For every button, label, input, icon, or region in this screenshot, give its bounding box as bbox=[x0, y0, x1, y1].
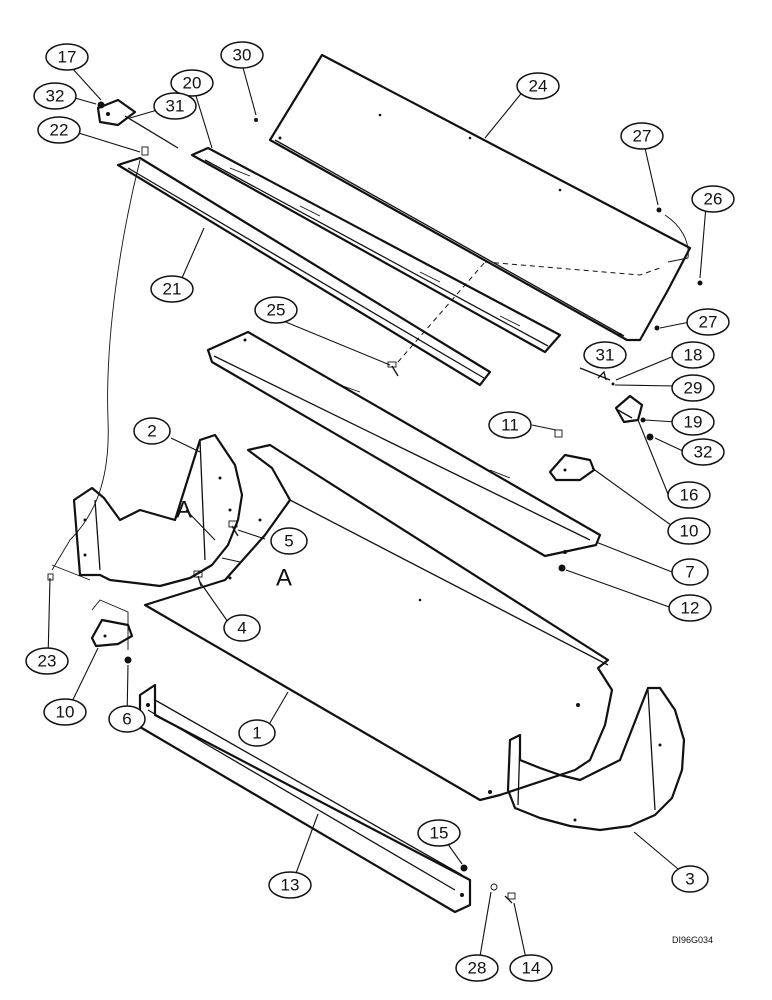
callout-10-right: 10 bbox=[667, 517, 711, 545]
callout-31-top: 31 bbox=[153, 92, 197, 120]
svg-text:20: 20 bbox=[183, 74, 202, 93]
part-seal-strip bbox=[116, 156, 492, 387]
part-top-cover-panel bbox=[268, 53, 692, 342]
callout-31-right: 31 bbox=[583, 341, 627, 369]
svg-text:13: 13 bbox=[281, 876, 300, 895]
assembly-phantom-lines bbox=[51, 159, 689, 650]
svg-text:30: 30 bbox=[233, 46, 252, 65]
callout-22: 22 bbox=[37, 116, 81, 144]
svg-text:32: 32 bbox=[46, 87, 65, 106]
callout-7: 7 bbox=[671, 558, 709, 586]
svg-text:32: 32 bbox=[694, 443, 713, 462]
hardware-fasteners bbox=[47, 101, 703, 904]
callout-15: 15 bbox=[417, 819, 461, 847]
part-middle-plate bbox=[206, 330, 602, 558]
svg-text:17: 17 bbox=[58, 48, 77, 67]
svg-text:21: 21 bbox=[163, 280, 182, 299]
callout-17: 17 bbox=[45, 43, 89, 71]
callout-6: 6 bbox=[108, 705, 146, 733]
callout-26: 26 bbox=[691, 185, 735, 213]
svg-text:25: 25 bbox=[267, 301, 286, 320]
svg-text:26: 26 bbox=[704, 190, 723, 209]
callout-25: 25 bbox=[254, 296, 298, 324]
svg-text:23: 23 bbox=[38, 652, 57, 671]
callout-14: 14 bbox=[509, 954, 553, 982]
svg-text:31: 31 bbox=[596, 346, 615, 365]
part-main-panel bbox=[143, 443, 614, 802]
callout-5: 5 bbox=[270, 527, 308, 555]
reference-letter-a-lower: A bbox=[276, 565, 292, 592]
callout-11: 11 bbox=[488, 411, 532, 439]
callout-19: 19 bbox=[671, 408, 715, 436]
callout-27-bottom: 27 bbox=[686, 308, 730, 336]
svg-text:24: 24 bbox=[529, 77, 548, 96]
callouts: 1 2 3 4 5 6 7 10 10 11 12 13 14 15 16 17… bbox=[25, 41, 735, 982]
svg-text:28: 28 bbox=[468, 959, 487, 978]
svg-text:22: 22 bbox=[50, 121, 69, 140]
callout-20: 20 bbox=[170, 69, 214, 97]
callout-27-top: 27 bbox=[620, 122, 664, 150]
svg-text:4: 4 bbox=[237, 619, 246, 638]
part-right-end-shield bbox=[506, 686, 686, 832]
callout-1: 1 bbox=[238, 719, 276, 747]
callout-30: 30 bbox=[220, 41, 264, 69]
svg-text:2: 2 bbox=[147, 422, 156, 441]
callout-23: 23 bbox=[25, 647, 69, 675]
callout-16: 16 bbox=[667, 481, 711, 509]
callout-24: 24 bbox=[516, 72, 560, 100]
callout-29: 29 bbox=[671, 374, 715, 402]
svg-text:11: 11 bbox=[501, 416, 519, 435]
svg-text:7: 7 bbox=[685, 563, 694, 582]
callout-3: 3 bbox=[671, 865, 709, 893]
callout-32-right: 32 bbox=[681, 438, 725, 466]
part-upper-channel-strip bbox=[190, 146, 562, 354]
svg-text:16: 16 bbox=[680, 486, 699, 505]
svg-text:5: 5 bbox=[284, 532, 293, 551]
svg-text:27: 27 bbox=[699, 313, 718, 332]
part-support-bar bbox=[138, 683, 472, 914]
callout-18: 18 bbox=[671, 341, 715, 369]
svg-text:19: 19 bbox=[684, 413, 703, 432]
svg-text:10: 10 bbox=[56, 703, 75, 722]
part-mounting-bracket-left bbox=[90, 618, 134, 648]
reference-letter-a-upper: A bbox=[176, 497, 192, 524]
callout-21: 21 bbox=[150, 275, 194, 303]
svg-text:3: 3 bbox=[685, 870, 694, 889]
svg-text:6: 6 bbox=[122, 710, 131, 729]
part-upper-bracket bbox=[96, 98, 137, 127]
svg-text:12: 12 bbox=[681, 599, 700, 618]
svg-text:10: 10 bbox=[680, 522, 699, 541]
svg-text:18: 18 bbox=[684, 346, 703, 365]
svg-text:31: 31 bbox=[166, 97, 185, 116]
part-right-bracket bbox=[614, 394, 644, 424]
svg-text:14: 14 bbox=[522, 959, 541, 978]
part-mounting-bracket-right bbox=[548, 453, 596, 482]
figure-code: DI96G034 bbox=[672, 935, 713, 945]
svg-text:1: 1 bbox=[252, 724, 261, 743]
callout-32-top: 32 bbox=[33, 82, 77, 110]
callout-28: 28 bbox=[455, 954, 499, 982]
svg-text:15: 15 bbox=[430, 824, 449, 843]
callout-12: 12 bbox=[668, 594, 712, 622]
svg-text:29: 29 bbox=[684, 379, 703, 398]
svg-text:27: 27 bbox=[633, 127, 652, 146]
part-left-end-shield bbox=[72, 433, 244, 588]
callout-13: 13 bbox=[268, 871, 312, 899]
callout-2: 2 bbox=[133, 417, 171, 445]
callout-4: 4 bbox=[223, 614, 261, 642]
callout-10-left: 10 bbox=[43, 698, 87, 726]
